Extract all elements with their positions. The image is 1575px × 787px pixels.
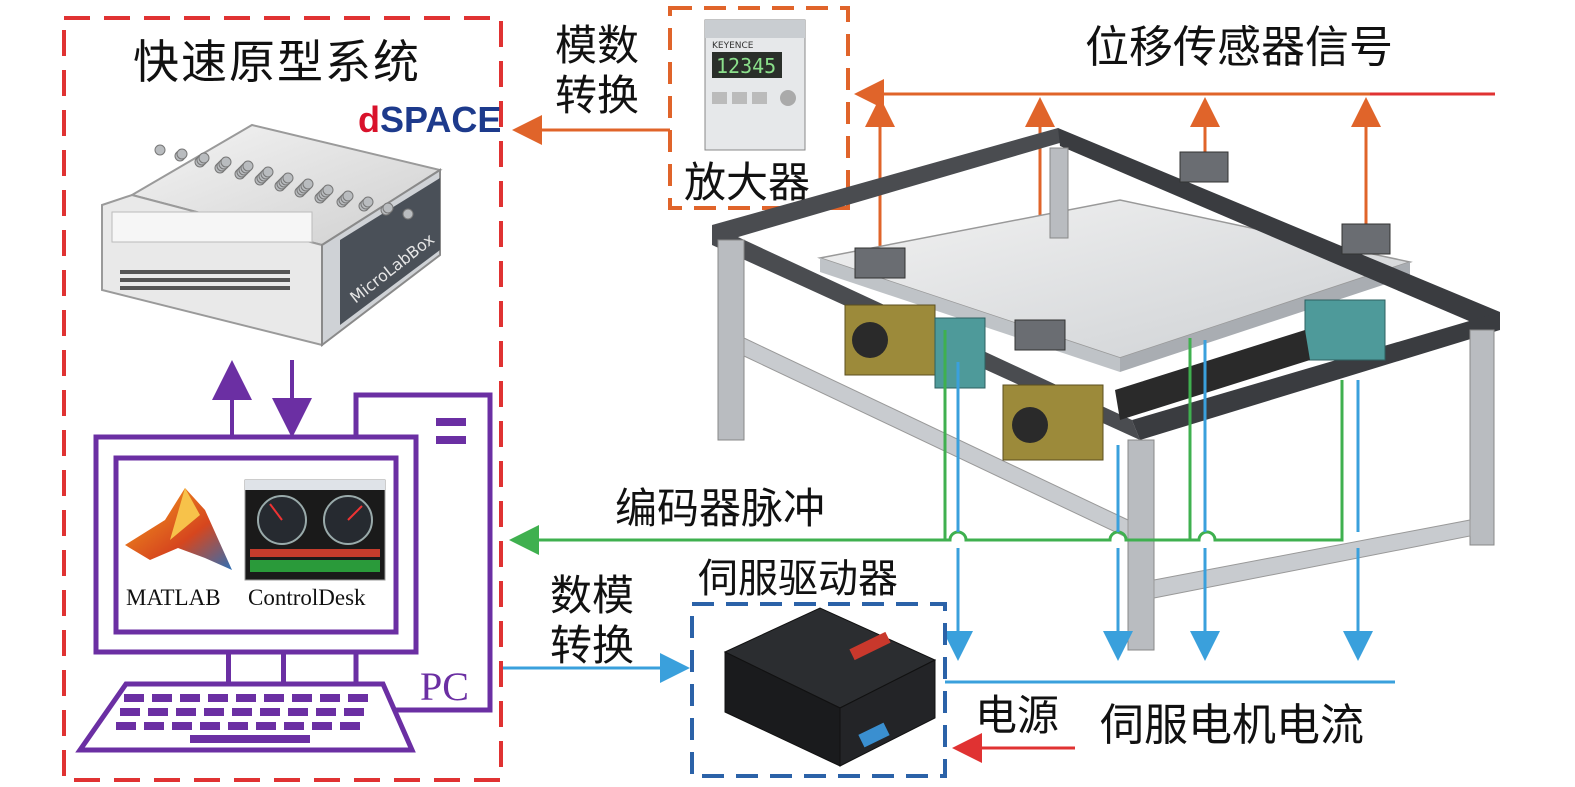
servo-motor-current-label: 伺服电机电流 (1100, 700, 1364, 751)
pc-label: PC (420, 664, 469, 709)
amplifier-unit-icon: KEYENCE 12345 (704, 19, 806, 151)
controldesk-dashboard-icon (244, 479, 386, 581)
displacement-signal-label: 位移传感器信号 (1085, 22, 1393, 73)
bnc-connectors (154, 144, 414, 220)
rapid-prototype-title: 快速原型系统 (133, 35, 421, 89)
microlabbox-device: MicroLabBox (101, 123, 443, 348)
test-platform-frame-icon (712, 128, 1500, 651)
servo-driver-icon (723, 607, 937, 767)
controldesk-label: ControlDesk (248, 585, 366, 610)
rapid-prototype-group (62, 16, 503, 782)
encoder-green-bus (509, 380, 1344, 555)
da-conversion-line1: 数模 (550, 571, 634, 620)
servo-driver-label: 伺服驱动器 (698, 556, 898, 602)
encoder-pulse-label: 编码器脉冲 (615, 484, 825, 533)
keyboard-keys (116, 694, 368, 743)
amplifier-group (668, 6, 850, 210)
matlab-label: MATLAB (126, 585, 221, 610)
matlab-logo-icon (125, 488, 232, 570)
power-supply-label: 电源 (975, 691, 1059, 740)
svg-text:KEYENCE: KEYENCE (712, 41, 754, 51)
svg-text:SPACE: SPACE (380, 99, 501, 140)
svg-text:12345: 12345 (716, 54, 776, 78)
amplifier-label: 放大器 (684, 158, 810, 207)
svg-text:d: d (358, 99, 380, 140)
ad-conversion-line1: 模数 (555, 21, 639, 70)
da-conversion-line2: 转换 (550, 621, 634, 670)
ad-conversion-line2: 转换 (555, 71, 639, 120)
servo-driver-group (690, 602, 947, 778)
dspace-logo: d SPACE (358, 99, 501, 140)
